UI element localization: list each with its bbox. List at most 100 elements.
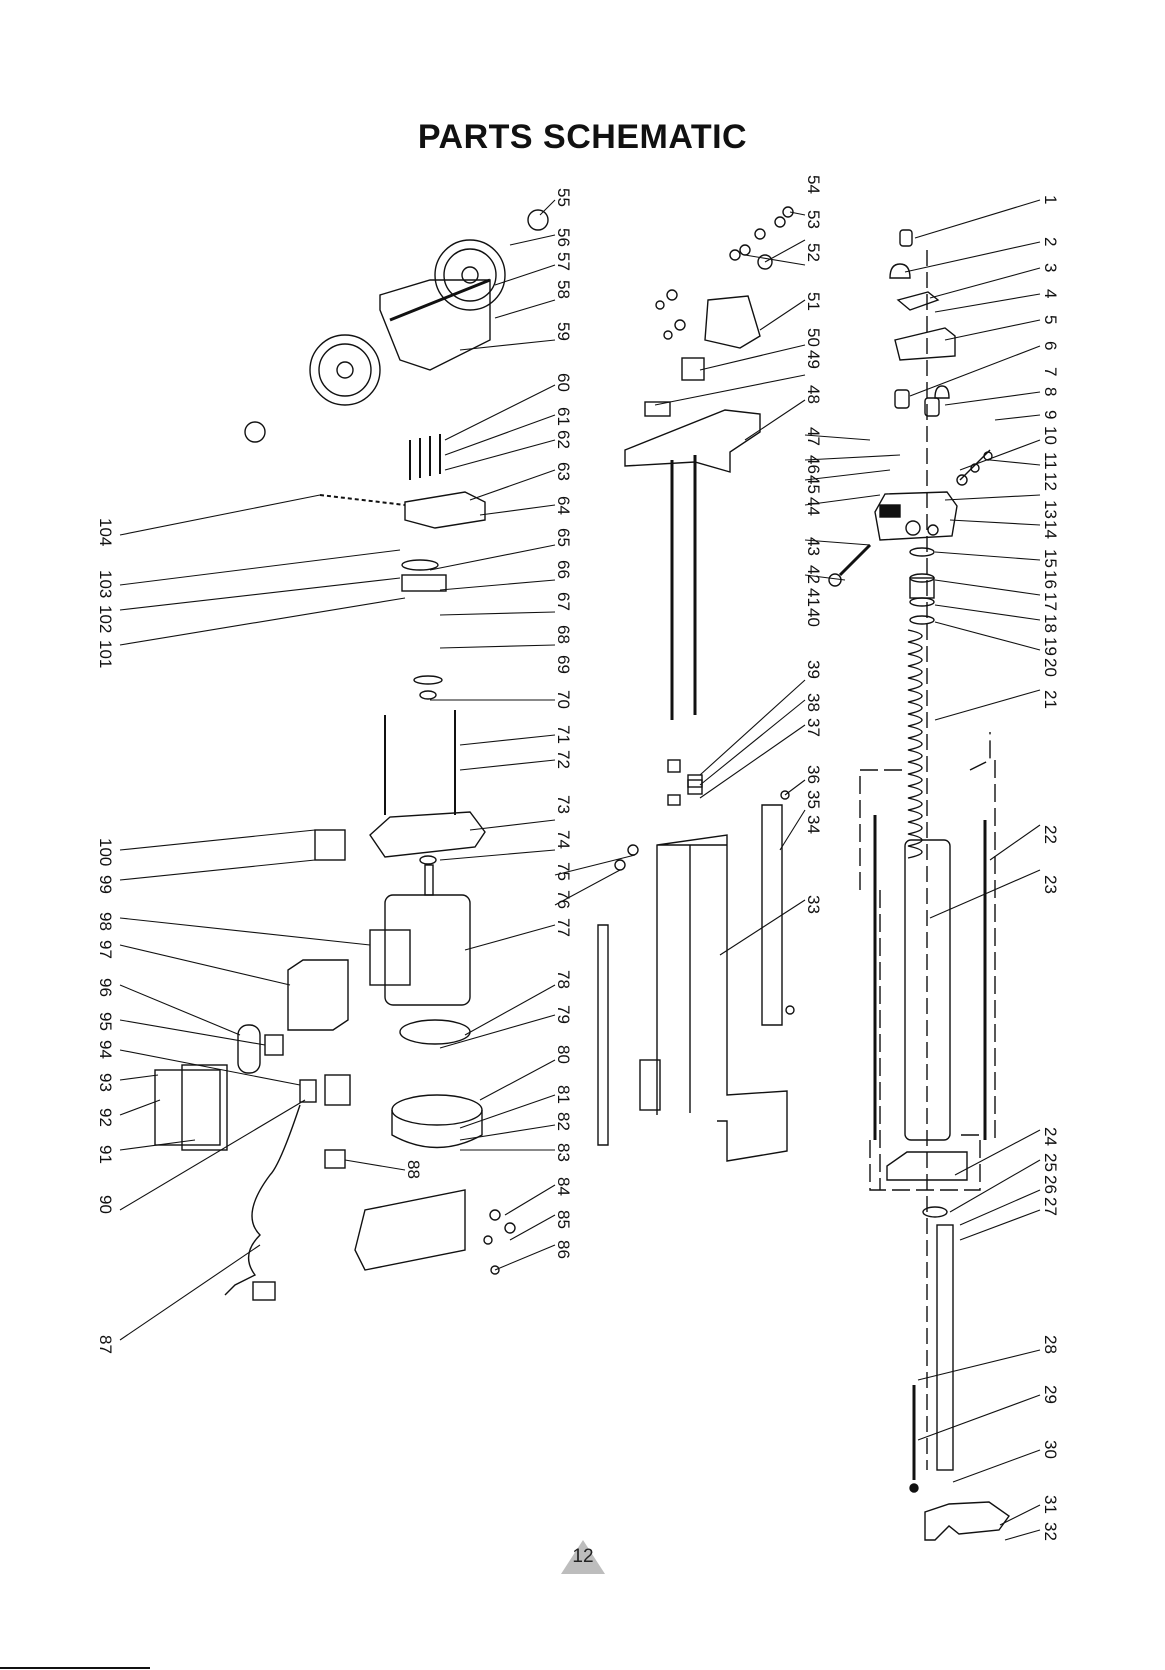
hub-cap	[527, 209, 549, 231]
callout-38: 38	[804, 693, 823, 712]
guard-plate	[761, 804, 783, 1026]
control-block	[874, 491, 958, 541]
callout-37: 37	[804, 718, 823, 737]
callout-77: 77	[554, 918, 573, 937]
bolt	[627, 844, 639, 856]
wedge-bracket	[704, 295, 761, 349]
bolt	[785, 1005, 795, 1015]
callout-39: 39	[804, 660, 823, 679]
callout-94: 94	[96, 1040, 115, 1059]
gasket	[369, 929, 411, 986]
plug	[252, 1281, 276, 1301]
callout-34: 34	[804, 815, 823, 834]
callout-56: 56	[554, 228, 573, 247]
callout-48: 48	[804, 385, 823, 404]
callout-88: 88	[404, 1160, 423, 1179]
callout-9: 9	[1041, 410, 1060, 419]
callout-90: 90	[96, 1195, 115, 1214]
switch-box	[287, 959, 349, 1031]
electric-motor	[384, 894, 471, 1006]
callout-104: 104	[96, 518, 115, 546]
leader-lines	[119, 199, 1041, 1541]
assembly-outline	[859, 732, 996, 1191]
callout-50: 50	[804, 328, 823, 347]
callout-85: 85	[554, 1210, 573, 1229]
callout-103: 103	[96, 570, 115, 598]
flange	[401, 574, 447, 592]
callout-30: 30	[1041, 1440, 1060, 1459]
callout-23: 23	[1041, 875, 1060, 894]
callout-74: 74	[554, 830, 573, 849]
cable-gland	[299, 1079, 317, 1103]
callout-12: 12	[1041, 472, 1060, 491]
return-spring	[907, 629, 923, 859]
callout-101: 101	[96, 640, 115, 668]
callout-100: 100	[96, 838, 115, 866]
callout-60: 60	[554, 373, 573, 392]
callout-24: 24	[1041, 1127, 1060, 1146]
base-bracket	[354, 1189, 466, 1271]
callout-66: 66	[554, 560, 573, 579]
callout-59: 59	[554, 322, 573, 341]
washer	[419, 690, 437, 700]
callout-36: 36	[804, 765, 823, 784]
handle-grip	[314, 829, 346, 861]
page-number-badge: 12	[555, 1538, 611, 1574]
plate-small	[644, 401, 671, 417]
motor-flange	[369, 811, 486, 858]
top-plate	[894, 327, 956, 361]
callout-87: 87	[96, 1335, 115, 1354]
callout-71: 71	[554, 725, 573, 744]
callout-97: 97	[96, 940, 115, 959]
callout-21: 21	[1041, 690, 1060, 709]
callout-26: 26	[1041, 1175, 1060, 1194]
callout-53: 53	[804, 210, 823, 229]
page-number: 12	[572, 1546, 594, 1567]
shaft	[424, 864, 434, 896]
callout-42: 42	[804, 565, 823, 584]
spring-pin	[828, 573, 842, 587]
cover-plate-inner	[181, 1064, 228, 1151]
power-cord	[224, 1104, 301, 1296]
drain-plug	[324, 1149, 346, 1169]
callout-1: 1	[1041, 195, 1060, 204]
callout-93: 93	[96, 1073, 115, 1092]
cylinder-assembly	[859, 229, 1010, 1541]
plug-connector	[324, 1074, 351, 1106]
pump-body	[404, 491, 486, 529]
callout-32: 32	[1041, 1522, 1060, 1541]
callout-29: 29	[1041, 1385, 1060, 1404]
o-ring	[413, 675, 443, 685]
callout-72: 72	[554, 750, 573, 769]
callout-63: 63	[554, 462, 573, 481]
callout-99: 99	[96, 875, 115, 894]
callout-98: 98	[96, 912, 115, 931]
callout-52: 52	[804, 243, 823, 262]
callout-43: 43	[804, 537, 823, 556]
callout-78: 78	[554, 970, 573, 989]
top-cap	[899, 229, 913, 247]
callout-8: 8	[1041, 387, 1060, 396]
long-bolts	[384, 710, 456, 815]
washer	[419, 855, 437, 865]
callout-58: 58	[554, 280, 573, 299]
seal-ring	[909, 615, 935, 625]
callout-57: 57	[554, 252, 573, 271]
callout-54: 54	[804, 175, 823, 194]
relay	[264, 1034, 284, 1056]
callout-5: 5	[1041, 315, 1060, 324]
guide-rods	[670, 455, 697, 720]
callout-25: 25	[1041, 1153, 1060, 1172]
callout-18: 18	[1041, 614, 1060, 633]
callout-68: 68	[554, 625, 573, 644]
plate	[681, 357, 705, 381]
callout-83: 83	[554, 1143, 573, 1162]
washer	[922, 1206, 948, 1218]
callout-28: 28	[1041, 1335, 1060, 1354]
seal-ring	[909, 597, 935, 607]
callout-45: 45	[804, 475, 823, 494]
page-number-triangle	[561, 1540, 605, 1574]
seal-ring	[909, 547, 935, 557]
callout-70: 70	[554, 690, 573, 709]
